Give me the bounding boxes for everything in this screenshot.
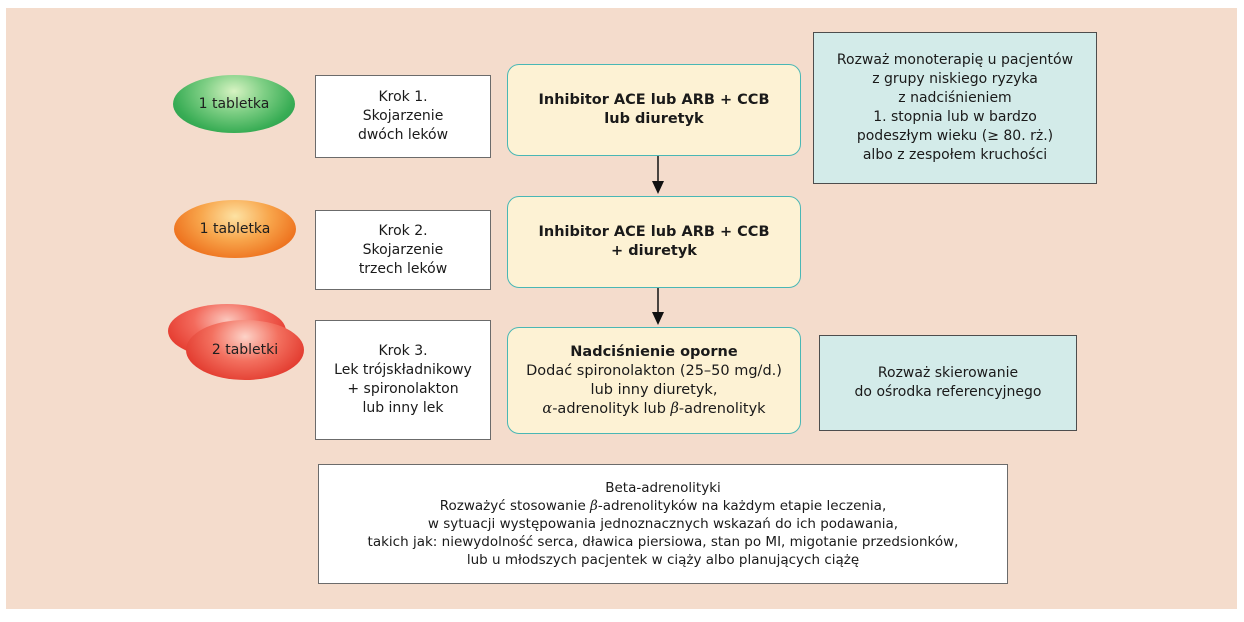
pill-label: 1 tabletka <box>198 96 270 112</box>
step3-drug-box: Nadciśnienie oporne Dodać spironolakton … <box>507 327 801 434</box>
note-line: podeszłym wieku (≥ 80. rż.) <box>856 128 1054 144</box>
pill-one-tablet-step2: 1 tabletka <box>174 200 296 258</box>
step2-line: Krok 2. <box>378 222 428 239</box>
beta-line: Rozważyć stosowanie β-adrenolityków na k… <box>440 497 887 515</box>
beta-line: lub u młodszych pacjentek w ciąży albo p… <box>466 552 860 568</box>
drug-line: Inhibitor ACE lub ARB + CCB <box>538 224 770 240</box>
step3-box: Krok 3. Lek trójskładnikowy + spironolak… <box>315 320 491 440</box>
pill-one-tablet-step1: 1 tabletka <box>173 75 295 133</box>
beta-text: Rozważyć stosowanie <box>439 498 591 514</box>
note-line: Rozważ skierowanie <box>877 365 1019 381</box>
step1-line: dwóch leków <box>357 127 449 143</box>
step2-line: Skojarzenie <box>362 241 444 258</box>
beta-symbol: β <box>590 498 598 514</box>
drug-line: Dodać spironolakton (25–50 mg/d.) <box>526 362 782 379</box>
step2-line: trzech leków <box>358 260 448 277</box>
referral-note: Rozważ skierowanie do ośrodka referencyj… <box>819 335 1077 431</box>
beta-line: w sytuacji występowania jednoznacznych w… <box>427 516 899 532</box>
step1-line: Skojarzenie <box>362 108 444 124</box>
step3-line: + spironolakton <box>347 381 459 397</box>
note-line: 1. stopnia lub w bardzo <box>873 109 1037 125</box>
step1-line: Krok 1. <box>378 89 428 105</box>
step3-line: Krok 3. <box>378 343 428 359</box>
drug-text: -adrenolityk lub <box>552 400 671 417</box>
resistant-hypertension-title: Nadciśnienie oporne <box>570 343 738 360</box>
step3-line: Lek trójskładnikowy <box>334 362 472 378</box>
drug-line: lub diuretyk <box>604 111 704 127</box>
beta-blockers-box: Beta-adrenolityki Rozważyć stosowanie β-… <box>318 464 1008 584</box>
step2-drug-box: Inhibitor ACE lub ARB + CCB + diuretyk <box>507 196 801 288</box>
note-line: do ośrodka referencyjnego <box>854 384 1042 400</box>
pill-two-tablets-step3: 2 tabletki <box>186 320 304 380</box>
drug-text: -adrenolityk <box>678 400 766 417</box>
drug-line: Inhibitor ACE lub ARB + CCB <box>538 92 770 108</box>
step2-box: Krok 2. Skojarzenie trzech leków <box>315 210 491 290</box>
pill-label: 2 tabletki <box>211 342 279 358</box>
beta-symbol: β <box>670 400 679 417</box>
alpha-symbol: α <box>542 400 553 417</box>
beta-line: takich jak: niewydolność serca, dławica … <box>367 534 959 550</box>
note-line: Rozważ monoterapię u pacjentów <box>836 52 1074 68</box>
step1-box: Krok 1. Skojarzenie dwóch leków <box>315 75 491 158</box>
drug-line-adrenolytics: α-adrenolityk lub β-adrenolityk <box>542 400 765 419</box>
step3-line: lub inny lek <box>362 400 444 416</box>
drug-line: + diuretyk <box>611 243 697 259</box>
drug-line: lub inny diuretyk, <box>590 381 718 398</box>
note-line: albo z zespołem kruchości <box>862 147 1048 163</box>
pill-label: 1 tabletka <box>199 221 271 237</box>
monotherapy-note: Rozważ monoterapię u pacjentów z grupy n… <box>813 32 1097 184</box>
note-line: z grupy niskiego ryzyka <box>872 71 1038 87</box>
beta-text: -adrenolityków na każdym etapie leczenia… <box>597 498 887 514</box>
note-line: z nadciśnieniem <box>898 90 1012 106</box>
step1-drug-box: Inhibitor ACE lub ARB + CCB lub diuretyk <box>507 64 801 156</box>
beta-title: Beta-adrenolityki <box>605 480 721 496</box>
